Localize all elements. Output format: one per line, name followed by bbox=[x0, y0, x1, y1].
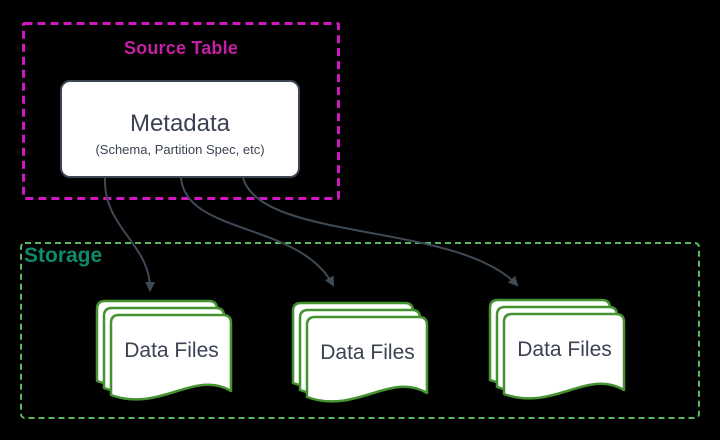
document-stack-icon bbox=[488, 298, 626, 400]
data-files-label: Data Files bbox=[320, 341, 415, 364]
source-table-group-border bbox=[22, 22, 340, 200]
data-files-label: Data Files bbox=[124, 339, 219, 362]
data-files-label: Data Files bbox=[517, 338, 612, 361]
document-stack-icon bbox=[95, 299, 233, 401]
document-stack-icon bbox=[291, 301, 429, 403]
storage-group-label: Storage bbox=[24, 244, 103, 267]
metadata-node-title: Metadata bbox=[129, 109, 231, 137]
data-files-node-3: Data Files bbox=[488, 295, 628, 417]
data-files-node-2: Data Files bbox=[291, 298, 431, 420]
arrow-metadata-to-datafiles-3 bbox=[242, 177, 519, 287]
source-table-group-label: Source Table bbox=[123, 38, 239, 58]
arrow-metadata-to-datafiles-1 bbox=[103, 177, 156, 292]
storage-group-border bbox=[20, 242, 700, 419]
arrow-metadata-to-datafiles-2 bbox=[180, 177, 334, 287]
metadata-node: Metadata (Schema, Partition Spec, etc) bbox=[60, 80, 300, 178]
metadata-node-subtitle: (Schema, Partition Spec, etc) bbox=[95, 141, 265, 157]
data-files-node-1: Data Files bbox=[95, 296, 235, 418]
